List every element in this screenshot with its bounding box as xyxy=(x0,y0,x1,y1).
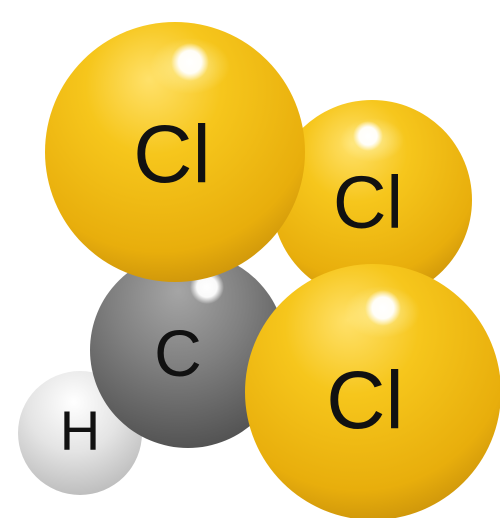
carbon-atom: C xyxy=(90,252,286,448)
chlorine-atom-top: Cl xyxy=(45,22,305,282)
chlorine-atom-right: Cl xyxy=(272,100,472,300)
atom-label-c: C xyxy=(154,316,202,390)
atom-label-cl-top: Cl xyxy=(133,109,210,200)
atom-label-cl-bottom: Cl xyxy=(326,355,403,446)
atom-label-h: H xyxy=(60,399,100,462)
chlorine-atom-bottom: Cl xyxy=(245,264,500,518)
atom-label-cl-right: Cl xyxy=(333,161,403,244)
